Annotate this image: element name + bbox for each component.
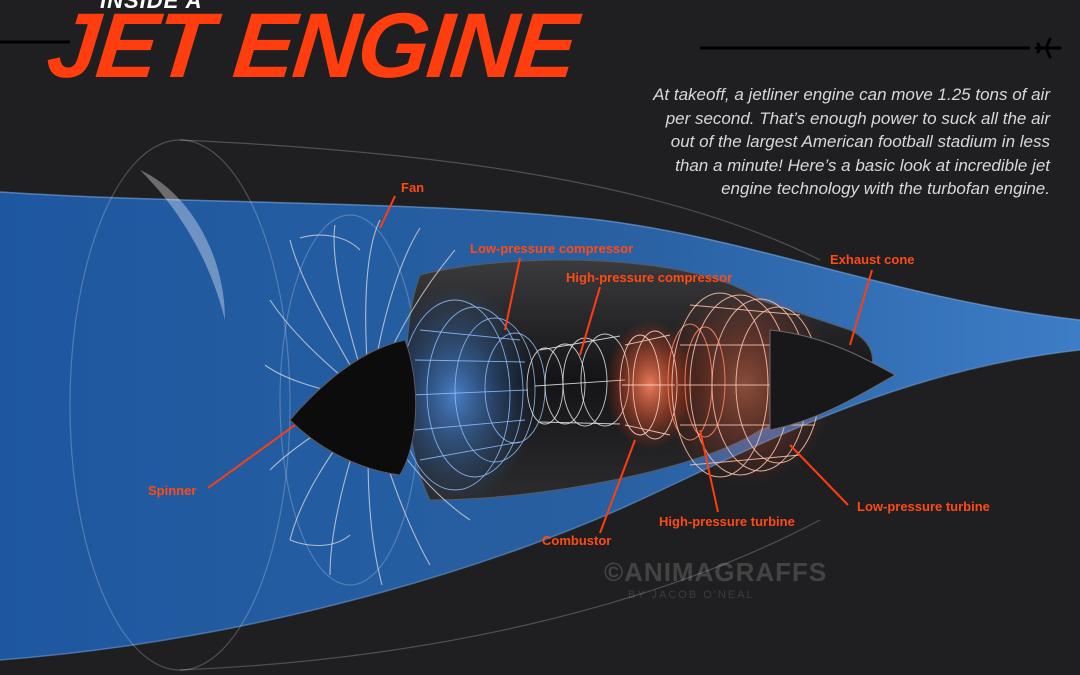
title-kicker: INSIDE A [100,0,203,13]
label-high-pressure-turbine: High-pressure turbine [659,514,795,529]
nacelle-outline [69,139,821,671]
label-spinner: Spinner [148,483,197,498]
page-title: JET ENGINE [42,0,581,97]
airflow-lower-line [0,349,1080,661]
nacelle-lip-glare [140,170,225,320]
label-fan: Fan [401,180,425,195]
airplane-icon [1034,37,1062,59]
watermark-byline: BY JACOB O'NEAL [628,589,755,601]
airflow-outer-lines [0,191,1080,321]
intro-paragraph: At takeoff, a jetliner engine can move 1… [653,85,1050,198]
hp-compressor [526,333,630,427]
header-rules [0,40,1030,50]
leader-lines [207,195,873,534]
label-low-pressure-compressor: Low-pressure compressor [470,241,634,256]
label-low-pressure-turbine: Low-pressure turbine [857,499,990,514]
label-exhaust-cone: Exhaust cone [830,252,915,267]
spinner [289,339,417,476]
label-combustor: Combustor [542,533,612,548]
exhaust-cone [769,329,897,431]
label-high-pressure-compressor: High-pressure compressor [566,270,733,285]
watermark-brand: ©ANIMAGRAFFS [604,557,828,587]
